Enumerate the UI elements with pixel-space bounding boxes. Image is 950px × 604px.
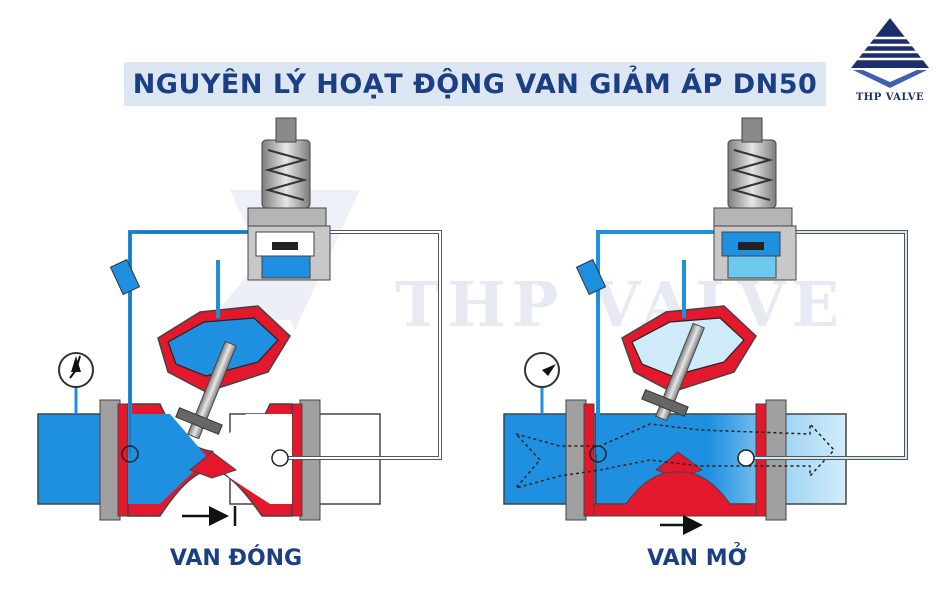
logo-text: THP VALVE [855,92,925,103]
pilot-valve [247,117,331,281]
pressure-gauge-icon [58,352,94,414]
inlet-flange [565,399,587,521]
closed-valve-diagram [37,117,442,526]
inlet-flange [99,399,121,521]
flow-path-arrow-icon [513,422,836,490]
pilot-valve [713,117,797,281]
pilot-line-inlet [128,230,250,454]
strainer-icon [109,258,141,296]
thp-valve-logo-icon [851,18,929,88]
page-title: NGUYÊN LÝ HOẠT ĐỘNG VAN GIẢM ÁP DN50 [132,68,818,100]
strainer-icon [575,258,607,296]
pressure-gauge-icon [524,352,560,414]
brand-logo: THP VALVE [845,14,935,106]
valve-stem [187,340,237,440]
caption-valve-open: VAN MỞ [647,546,747,571]
open-valve-diagram [503,117,908,535]
valve-stem [655,322,705,422]
title-banner: NGUYÊN LÝ HOẠT ĐỘNG VAN GIẢM ÁP DN50 [124,62,826,106]
pilot-line-inlet [596,230,716,454]
blocked-flow-arrow-icon [182,506,237,526]
caption-valve-closed: VAN ĐÓNG [169,546,303,571]
